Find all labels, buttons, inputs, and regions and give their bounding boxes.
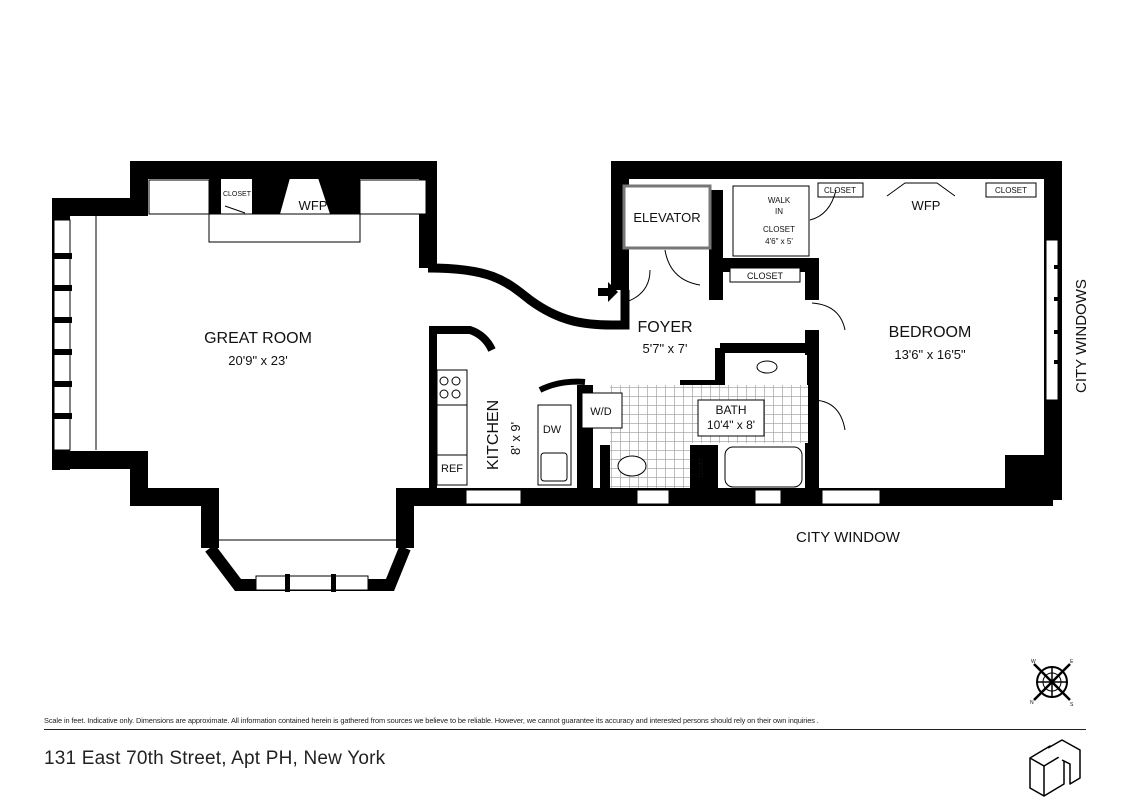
foyer-size: 5'7" x 7' [643, 341, 688, 356]
property-address: 131 East 70th Street, Apt PH, New York [44, 748, 386, 769]
elevator-label: ELEVATOR [633, 210, 700, 225]
bedroom-closets [729, 182, 1037, 283]
foyer-label: FOYER [637, 319, 692, 336]
bedroom-size: 13'6" x 16'5" [894, 347, 966, 362]
kitchen-label: KITCHEN [485, 400, 502, 470]
bath-label: BATH [715, 403, 746, 417]
bathroom [581, 355, 808, 488]
wfp-bedroom-label: WFP [912, 198, 941, 213]
great-room-size: 20'9" x 23' [228, 353, 287, 368]
closet-bedroom-left-label: CLOSET [824, 186, 856, 195]
svg-text:E: E [1070, 659, 1074, 665]
kitchen-size: 8' x 9' [508, 422, 523, 455]
city-window-label: CITY WINDOW [796, 529, 901, 546]
svg-text:S: S [1070, 702, 1074, 708]
bedroom-label: BEDROOM [889, 324, 972, 341]
great-room-label: GREAT ROOM [204, 330, 312, 347]
dishwasher-label: DW [543, 424, 562, 436]
bay-window [218, 539, 400, 592]
footer-divider [44, 729, 1086, 730]
walk-in-closet-line2: IN [775, 207, 783, 216]
walk-in-closet-line3: CLOSET [763, 225, 795, 234]
wfp-great-room-label: WFP [299, 198, 328, 213]
great-room-fireplace-wall [148, 178, 427, 243]
closet-hall-label: CLOSET [747, 271, 784, 281]
elevator [622, 184, 712, 250]
refrigerator-label: REF [441, 463, 463, 475]
walk-in-closet [732, 185, 810, 257]
svg-text:N: N [1030, 700, 1034, 706]
walk-in-closet-size: 4'6" x 5' [765, 237, 793, 246]
great-room-window-left [52, 214, 97, 451]
closet-bath-label: CLOSET [699, 458, 705, 478]
compass-rose-icon: W E N S [1030, 659, 1074, 708]
kitchen-fixtures [436, 369, 586, 505]
walk-in-closet-line1: WALK [768, 196, 791, 205]
closet-bedroom-right-label: CLOSET [995, 186, 1027, 195]
washer-dryer-label: W/D [590, 406, 611, 418]
disclaimer-text: Scale in feet. Indicative only. Dimensio… [44, 716, 819, 725]
bottom-windows [636, 489, 881, 505]
cube-logo-icon [1029, 739, 1081, 797]
closet-great-room-label: CLOSET [223, 191, 252, 198]
bath-size: 10'4" x 8' [707, 418, 755, 432]
entry-arrow-icon [598, 282, 618, 302]
svg-text:W: W [1031, 659, 1036, 665]
city-windows-label: CITY WINDOWS [1073, 279, 1090, 393]
city-window-right [1045, 239, 1062, 401]
